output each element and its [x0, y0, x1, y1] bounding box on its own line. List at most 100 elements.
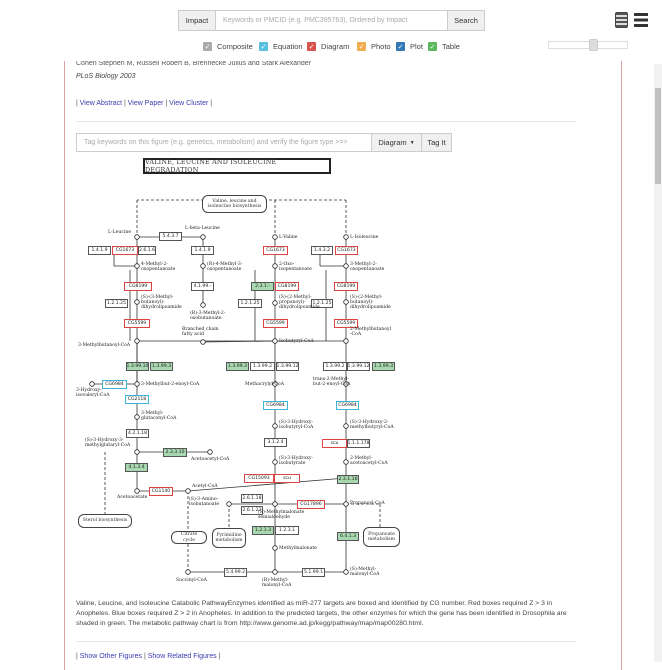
compound-label: (S)-3-Hydroxy- isobutyryl-CoA [279, 420, 314, 431]
filter-label: Table [442, 42, 460, 51]
search-button[interactable]: Search [447, 10, 485, 31]
show-related-figures-link[interactable]: Show Related Figures [147, 653, 217, 660]
enzyme-box: 1.2.1.3 [252, 526, 274, 535]
enzyme-box: 4.1.99.- [191, 282, 214, 291]
enzyme-box: 4.2.1.18 [126, 429, 149, 438]
checkbox-checked-icon: ✓ [203, 42, 212, 51]
view-abstract-link[interactable]: View Abstract [79, 100, 123, 107]
enzyme-box: scu [322, 439, 347, 448]
compound-label: Acetyl-CoA [192, 484, 218, 489]
compound-label: Methacrylyl-CoA [245, 382, 285, 387]
enzyme-box: CG6984 [263, 401, 288, 410]
compound-label: L-Isoleucine [350, 235, 379, 240]
enzyme-box: 4.1.3.4 [125, 463, 148, 472]
compound-label: Acetoacetyl-CoA [191, 457, 230, 462]
compound-label: L-beta-Leucine [185, 226, 220, 231]
tag-it-button[interactable]: Tag It [421, 133, 452, 152]
paper-journal: PLoS Biology 2003 [76, 73, 136, 80]
grid-view-icon[interactable] [615, 12, 628, 28]
compound-label: 2-Oxo- isopentanoate [279, 262, 312, 273]
scrollbar[interactable] [654, 64, 662, 662]
compound-label: Propanoyl-CoA [350, 501, 385, 506]
compound-label: 3-Methyl-2- oxopentanoate [350, 262, 385, 273]
enzyme-box: 1.2.1.25 [238, 299, 262, 308]
compound-label: Methylmalonate [279, 546, 317, 551]
pathway-map-link[interactable]: Propanoate metabolism [363, 527, 400, 547]
scrollbar-thumb[interactable] [655, 88, 661, 184]
figure-type-dropdown[interactable]: Diagram▼ [371, 133, 422, 152]
enzyme-box: 1.4.3.2 [311, 246, 333, 255]
enzyme-box: 1.1.1.178 [347, 439, 370, 448]
compound-label: (S)-Methylmalonate semialdehyde [258, 510, 305, 521]
filter-plot[interactable]: ✓Plot [396, 42, 423, 51]
enzyme-box: 2.6.1.6 [138, 246, 156, 255]
filter-photo[interactable]: ✓ Photo [357, 42, 391, 51]
paper-authors: Cohen Stephen M, Russell Robert B, Brenn… [76, 60, 312, 67]
enzyme-box: 1.3.99.2 [323, 362, 347, 371]
filter-label: Diagram [321, 42, 350, 51]
filter-table[interactable]: ✓Table [428, 42, 460, 51]
compound-label: (S)-3-Hydroxy-2- methylbutyryl-CoA [350, 420, 394, 431]
compound-label: (R)-4-Methyl-3- oxopentanoate [207, 262, 243, 273]
compound-label: (S)-3-Hydroxy-3- methylglutaryl-CoA [85, 438, 131, 449]
zoom-slider[interactable] [548, 41, 628, 49]
filter-label: Equation [273, 42, 303, 51]
search-input[interactable]: Keywords or PMCID (e.g. PMC395763), Orde… [215, 10, 448, 31]
pathway-map-link[interactable]: Citrate cycle [171, 531, 207, 544]
tag-input[interactable]: Tag keywords on this figure (e.g. geneti… [76, 133, 372, 152]
enzyme-box: CG8199 [334, 282, 358, 291]
show-other-figures-link[interactable]: Show Other Figures [79, 653, 143, 660]
filter-diagram[interactable]: ✓Diagram [307, 42, 349, 51]
filter-label: Photo [371, 42, 391, 51]
view-cluster-link[interactable]: View Cluster [169, 100, 209, 107]
enzyme-box: 1.2.1.25 [311, 299, 333, 308]
enzyme-box: CG15093 [244, 474, 274, 483]
enzyme-box: 1.4.1.9 [191, 246, 214, 255]
enzyme-box: 2.3.1.- [251, 282, 274, 291]
filter-equation[interactable]: ✓Equation [259, 42, 303, 51]
list-view-icon[interactable] [634, 13, 648, 27]
figure-links: | Show Other Figures | Show Related Figu… [76, 653, 221, 660]
figure-card [64, 60, 622, 670]
enzyme-box: CG6984 [336, 401, 359, 410]
enzyme-box: 3.1.2.4 [264, 438, 287, 447]
checkbox-checked-icon: ✓ [357, 42, 366, 51]
enzyme-box: 1.2.1.25 [105, 299, 128, 308]
enzyme-box: CG1140 [149, 487, 173, 496]
compound-label: 3-Methylbutanoyl-CoA [78, 343, 131, 348]
compound-label: (S)-(3-Methyl- butanoyl)- dihydrolipoami… [141, 295, 182, 311]
compound-label: Acetoacetate [117, 495, 148, 500]
enzyme-box: 2.6.1.22 [241, 506, 263, 515]
pathway-map-link[interactable]: Valine, leucine and isoleucine biosynthe… [202, 195, 267, 213]
filter-label: Composite [217, 42, 253, 51]
compound-label: 2-Methylbutanoyl -CoA [350, 327, 392, 338]
top-bar: Impact Keywords or PMCID (e.g. PMC395763… [0, 0, 654, 61]
compound-label: (S)-(2-Methyl- propanoyl)- dihydrolipoam… [279, 295, 320, 311]
compound-label: (R)-3-Methyl-2- oxobutanoate [190, 311, 226, 322]
enzyme-box: scu [274, 474, 300, 483]
compound-label: Branched chain fatty acid [182, 327, 219, 338]
caret-down-icon: ▼ [409, 139, 415, 146]
pathway-map-link[interactable]: Pyrimidine metabolism [212, 528, 246, 548]
enzyme-box: 5.1.99.1 [302, 568, 325, 577]
filter-label: Plot [410, 42, 423, 51]
enzyme-box: 5.4.3.7 [159, 232, 182, 241]
enzyme-box: CG6984 [102, 380, 127, 389]
impact-button[interactable]: Impact [178, 10, 216, 31]
enzyme-box: CG1673 [335, 246, 358, 255]
enzyme-box: CG8199 [275, 282, 299, 291]
enzyme-box: CG2118 [125, 395, 149, 404]
figure-type-selected: Diagram [378, 138, 407, 147]
view-paper-link[interactable]: View Paper [127, 100, 164, 107]
compound-label: Succinyl-CoA [176, 578, 207, 583]
enzyme-box: 1.3.99.3 [372, 362, 395, 371]
enzyme-box: CG1673 [263, 246, 288, 255]
pathway-map-link[interactable]: Sterol biosynthesis [78, 514, 132, 528]
zoom-slider-thumb[interactable] [589, 39, 598, 51]
enzyme-box: CG5599 [334, 319, 358, 328]
enzyme-box: 1.3.99.3 [150, 362, 173, 371]
enzyme-box: 6.4.1.3 [337, 532, 359, 541]
enzyme-box: CG8199 [124, 282, 152, 291]
filter-composite[interactable]: ✓ Composite [203, 42, 253, 51]
compound-label: Isobutyryl-CoA [279, 339, 314, 344]
